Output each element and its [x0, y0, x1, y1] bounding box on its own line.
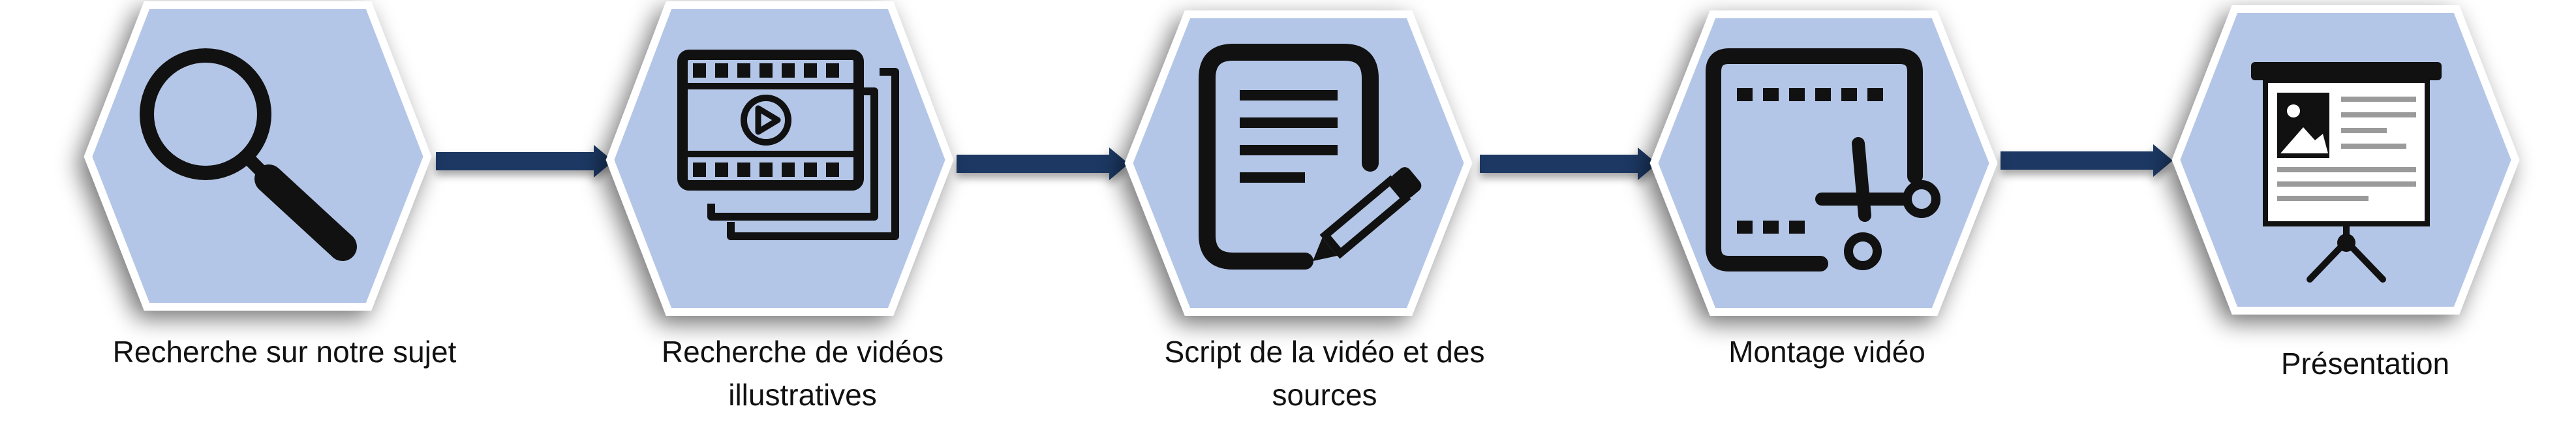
connector-arrow-4: [2001, 144, 2173, 177]
connector-arrow-1: [436, 145, 613, 178]
video-stack-icon: [677, 50, 899, 240]
step-5-label: Présentation: [2280, 347, 2450, 380]
step-1-hexagon: [84, 1, 432, 311]
step-3-label: Script de la vidéo et des sources: [1164, 335, 1485, 412]
presentation-board-icon: [2251, 62, 2442, 283]
magnifier-icon: [140, 48, 357, 261]
step-2-label: Recherche de vidéos illustratives: [661, 335, 944, 412]
connector-arrow-2: [957, 147, 1129, 180]
step-1-label: Recherche sur notre sujet: [112, 335, 457, 369]
connector-arrow-3: [1480, 147, 1657, 180]
step-4-label: Montage vidéo: [1728, 335, 1925, 369]
document-edit-icon: [1199, 44, 1422, 270]
film-cut-icon: [1706, 48, 1940, 271]
